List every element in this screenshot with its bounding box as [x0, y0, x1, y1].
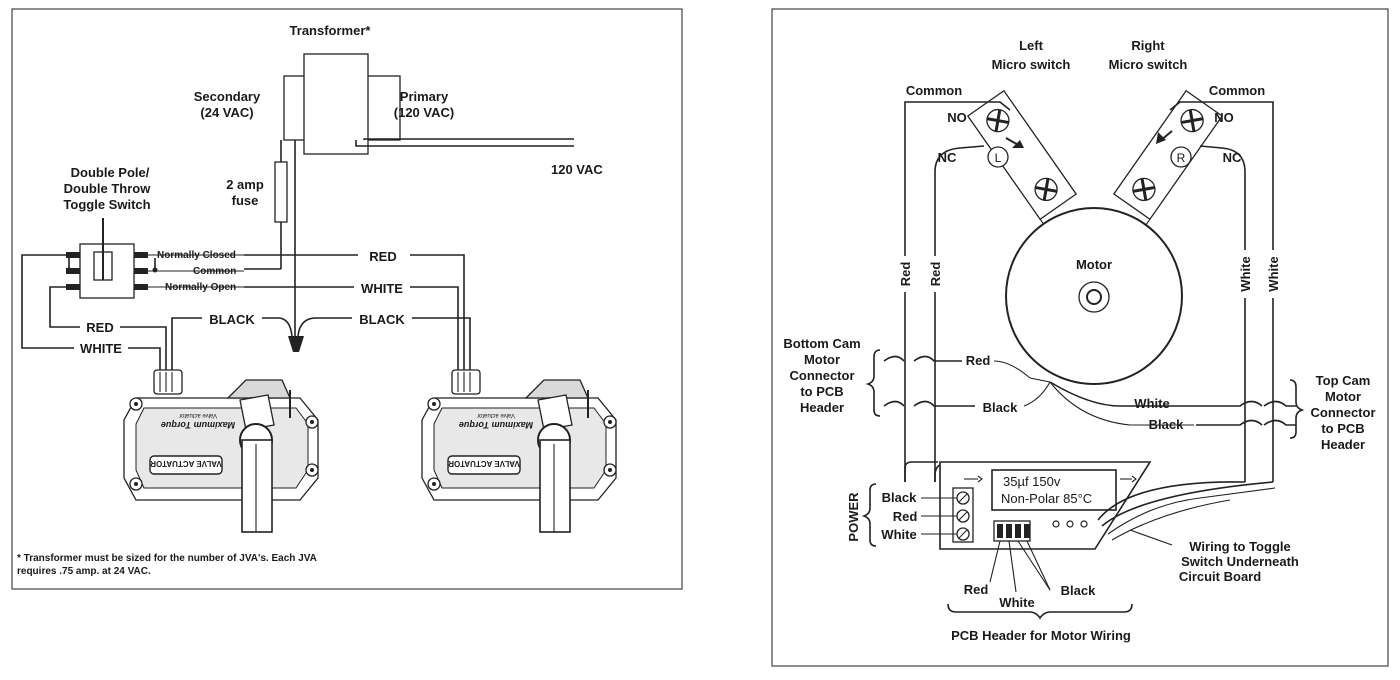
motor: Motor [1005, 207, 1183, 385]
wire-nut-icon [288, 336, 304, 352]
header-red-label: Red [964, 582, 989, 597]
top-cam-label-1: Top Cam [1316, 373, 1371, 388]
fuse-label-2: fuse [232, 193, 259, 208]
transformer-label: Transformer* [290, 23, 372, 38]
badge-right: VALVE ACTUATOR [448, 459, 520, 468]
toggle-label-3: Toggle Switch [63, 197, 150, 212]
brand-label-left: Maximum Torque [161, 420, 235, 430]
header-brace [947, 603, 1133, 620]
wiring-toggle-label-1: Wiring to Toggle [1189, 539, 1290, 554]
bottom-cam-brace [865, 349, 881, 417]
no-label-right: NO [1214, 110, 1234, 125]
common-label: Common [193, 266, 236, 277]
power-black-label: Black [882, 490, 917, 505]
bottom-cam-label-2: Motor [804, 352, 840, 367]
motor-label: Motor [1076, 257, 1112, 272]
white-wire-left-label: WHITE [80, 341, 122, 356]
arrow-icon [1156, 132, 1166, 144]
bottom-cam-label-4: to PCB [800, 384, 843, 399]
white-vertical-label-2: White [1266, 256, 1281, 291]
top-cam-label-2: Motor [1325, 389, 1361, 404]
transformer: Transformer* [283, 23, 401, 155]
white-motor-lead-label: White [1134, 396, 1169, 411]
right-switch-label-1: Right [1131, 38, 1165, 53]
red-wire-left-label: RED [86, 320, 113, 335]
fuse [274, 161, 288, 223]
wiring-toggle-label-3: Circuit Board [1179, 569, 1261, 584]
pcb-board: 35µf 150v Non-Polar 85°C [904, 461, 1276, 550]
left-mark-text: L [995, 151, 1002, 165]
capacitor [991, 469, 1117, 511]
left-marker [987, 146, 1009, 168]
nc-label-left: NC [938, 150, 957, 165]
power-red-label: Red [893, 509, 918, 524]
left-switch-label-1: Left [1019, 38, 1044, 53]
top-cam-brace [1289, 379, 1305, 439]
black-motor-lead-label-2: Black [1149, 417, 1184, 432]
footnote-line-1: * Transformer must be sized for the numb… [17, 553, 317, 564]
black-wire-left-label: BLACK [209, 312, 255, 327]
bottom-cam-label-1: Bottom Cam [783, 336, 860, 351]
red-wire-right-label: RED [369, 249, 396, 264]
black-wire-right-label: BLACK [359, 312, 405, 327]
secondary-label: Secondary [194, 89, 261, 104]
power-label: POWER [846, 492, 861, 542]
red-motor-lead-label: Red [966, 353, 991, 368]
secondary-voltage: (24 VAC) [200, 105, 253, 120]
fuse-label-1: 2 amp [226, 177, 264, 192]
bottom-cam-label-3: Connector [790, 368, 855, 383]
common-label-left: Common [906, 83, 962, 98]
nc-label-right: NC [1223, 150, 1242, 165]
badge-left: VALVE ACTUATOR [150, 459, 222, 468]
left-micro-switch: L [966, 89, 1078, 232]
toggle-label-2: Double Throw [64, 181, 152, 196]
normally-closed-label: Normally Closed [157, 250, 236, 261]
black-motor-lead-label: Black [983, 400, 1018, 415]
header-white-label: White [999, 595, 1034, 610]
left-panel-frame [11, 8, 683, 590]
red-vertical-label-1: Red [898, 262, 913, 287]
top-cam-label-4: to PCB [1321, 421, 1364, 436]
white-vertical-label-1: White [1238, 256, 1253, 291]
capacitor-rating-2: Non-Polar 85°C [1001, 491, 1092, 506]
common-label-right: Common [1209, 83, 1265, 98]
valve-actuator-left: Maximum Torque Valve actuator VALVE ACTU… [123, 369, 319, 533]
red-vertical-label-2: Red [928, 262, 943, 287]
arrow-icon [1012, 140, 1024, 148]
wiring-toggle-label-2: Switch Underneath [1181, 554, 1299, 569]
right-panel-frame [771, 8, 1389, 667]
top-cam-label-5: Header [1321, 437, 1365, 452]
primary-label: Primary [400, 89, 449, 104]
primary-voltage: (120 VAC) [394, 105, 454, 120]
power-white-label: White [881, 527, 916, 542]
right-marker [1170, 146, 1192, 168]
power-brace [861, 483, 877, 547]
120vac-label: 120 VAC [551, 162, 603, 177]
header-black-label: Black [1061, 583, 1096, 598]
right-panel: Left Micro switch Right Micro switch L [771, 8, 1389, 667]
white-wire-right-label: WHITE [361, 281, 403, 296]
right-mark-text: R [1177, 151, 1186, 165]
sub-label-left: Valve actuator [179, 412, 217, 418]
right-micro-switch: R [1112, 89, 1224, 232]
brand-label-right: Maximum Torque [459, 420, 533, 430]
right-switch-label-2: Micro switch [1109, 57, 1188, 72]
pcb-header-label: PCB Header for Motor Wiring [951, 628, 1131, 643]
bottom-cam-label-5: Header [800, 400, 844, 415]
left-panel: Transformer* Secondary (24 VAC) Primary … [11, 8, 683, 590]
toggle-label-1: Double Pole/ [71, 165, 150, 180]
toggle-switch [66, 218, 158, 299]
sub-label-right: Valve actuator [477, 412, 515, 418]
capacitor-rating-1: 35µf 150v [1003, 474, 1061, 489]
no-label-left: NO [947, 110, 967, 125]
left-switch-label-2: Micro switch [992, 57, 1071, 72]
normally-open-label: Normally Open [165, 282, 236, 293]
footnote-line-2: requires .75 amp. at 24 VAC. [17, 566, 151, 577]
primary-wire-1 [355, 140, 574, 147]
top-cam-label-3: Connector [1311, 405, 1376, 420]
valve-actuator-right: Maximum Torque Valve actuator VALVE ACTU… [421, 369, 617, 533]
primary-wire-2 [363, 138, 574, 140]
